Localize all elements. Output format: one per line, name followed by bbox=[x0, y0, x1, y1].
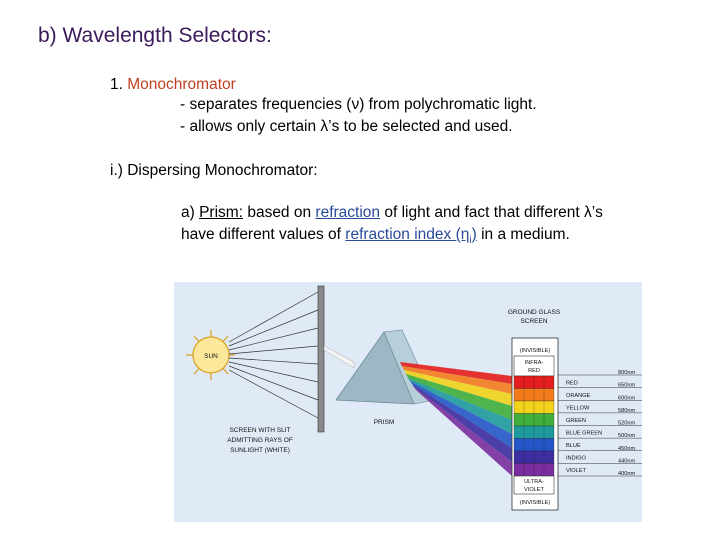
fan-blue bbox=[410, 381, 512, 448]
ground-glass-label-1: GROUND GLASS bbox=[508, 309, 561, 316]
fan-indigo bbox=[412, 384, 512, 462]
fan-green bbox=[406, 374, 512, 420]
slit-screen bbox=[317, 285, 325, 433]
ground-glass-label-2: SCREEN bbox=[520, 318, 547, 325]
prism-line-2: have different values of refraction inde… bbox=[181, 226, 570, 246]
monochromator-bullet-2: - allows only certain λ’s to be selected… bbox=[180, 118, 513, 135]
band-label: BLUE GREEN bbox=[566, 430, 602, 436]
refraction-index-link[interactable]: refraction index (ηi) bbox=[345, 226, 477, 247]
fan-violet bbox=[414, 387, 512, 476]
prism-label: Prism: bbox=[199, 204, 244, 221]
monochromator-number: 1. bbox=[110, 76, 123, 93]
sun-icon bbox=[192, 336, 230, 374]
fan-yellow bbox=[404, 370, 512, 406]
infra-red-label-2: RED bbox=[528, 368, 540, 374]
fan-orange bbox=[402, 366, 512, 394]
wavelength-labels: 800nm 650nm 600nm 580nm 520nm 500nm 450nm 440nm… bbox=[558, 370, 642, 477]
ultra-violet-box bbox=[513, 475, 555, 495]
band-label: BLUE bbox=[566, 443, 581, 449]
band-label: YELLOW bbox=[566, 405, 590, 411]
refraction-link[interactable]: refraction bbox=[315, 204, 381, 221]
wavelength-label: 600nm bbox=[618, 395, 635, 401]
prism-text-2: of light and fact that different λ’s bbox=[380, 204, 603, 221]
wavelength-label: 500nm bbox=[618, 433, 635, 439]
monochromator-bullet-1: - separates frequencies (ν) from polychr… bbox=[180, 96, 537, 113]
prism-text-1: based on bbox=[243, 204, 316, 221]
dispersing-heading: i.) Dispersing Monochromator: bbox=[110, 162, 318, 179]
monochromator-label: Monochromator bbox=[127, 76, 236, 93]
band-label: GREEN bbox=[566, 418, 586, 424]
band-label: INDIGO bbox=[566, 455, 587, 461]
slide-title: b) Wavelength Selectors: bbox=[38, 24, 272, 47]
wavelength-label: 580nm bbox=[618, 408, 635, 414]
band-label: RED bbox=[566, 380, 578, 386]
prism-dispersion-diagram: SUN SCREEN WITH SLIT ADMITTING RAYS OF S… bbox=[186, 285, 642, 511]
wavelength-label: 650nm bbox=[618, 383, 635, 389]
invisible-bottom-label: (INVISIBLE) bbox=[520, 500, 551, 506]
band-labels: RED ORANGE YELLOW GREEN BLUE GREEN BLUE INDIGO… bbox=[566, 380, 602, 474]
refraction-index-subscript: i bbox=[469, 235, 472, 247]
slit-screen-caption-1: SCREEN WITH SLIT bbox=[229, 427, 290, 434]
prism-dispersion-figure: SUN SCREEN WITH SLIT ADMITTING RAYS OF S… bbox=[174, 282, 642, 522]
spectrum-fan bbox=[400, 362, 512, 476]
sun-label: SUN bbox=[204, 353, 218, 360]
invisible-top-label: (INVISIBLE) bbox=[520, 348, 551, 354]
slit-screen-caption-2: ADMITTING RAYS OF bbox=[227, 437, 293, 444]
wavelength-label: 800nm bbox=[618, 370, 635, 376]
refraction-index-text: refraction index (η bbox=[345, 226, 470, 243]
prism-label: PRISM bbox=[374, 419, 395, 426]
wavelength-label: 440nm bbox=[618, 458, 635, 464]
monochromator-heading: 1. Monochromator bbox=[110, 76, 236, 94]
prism-line-1: a) Prism: based on refraction of light a… bbox=[181, 204, 603, 222]
ultra-violet-label-1: ULTRA- bbox=[524, 479, 544, 485]
incident-rays bbox=[228, 291, 319, 419]
band-stack bbox=[513, 375, 555, 477]
slit-screen-caption-3: SUNLIGHT (WHITE) bbox=[230, 447, 290, 454]
white-beam bbox=[323, 345, 355, 369]
fan-blue-green bbox=[408, 378, 512, 434]
ultra-violet-label-2: VIOLET bbox=[524, 487, 544, 493]
prism-prefix: a) bbox=[181, 204, 200, 221]
prism-line2-text-1: have different values of bbox=[181, 226, 346, 243]
band-label: ORANGE bbox=[566, 393, 591, 399]
fan-red bbox=[400, 362, 512, 384]
infra-red-label-1: INFRA- bbox=[525, 360, 544, 366]
wavelength-label: 450nm bbox=[618, 446, 635, 452]
wavelength-label: 400nm bbox=[618, 471, 635, 477]
band-label: VIOLET bbox=[566, 468, 586, 474]
prism-line2-text-2: in a medium. bbox=[476, 226, 570, 243]
wavelength-label: 520nm bbox=[618, 421, 635, 427]
refraction-index-close: ) bbox=[471, 226, 477, 243]
